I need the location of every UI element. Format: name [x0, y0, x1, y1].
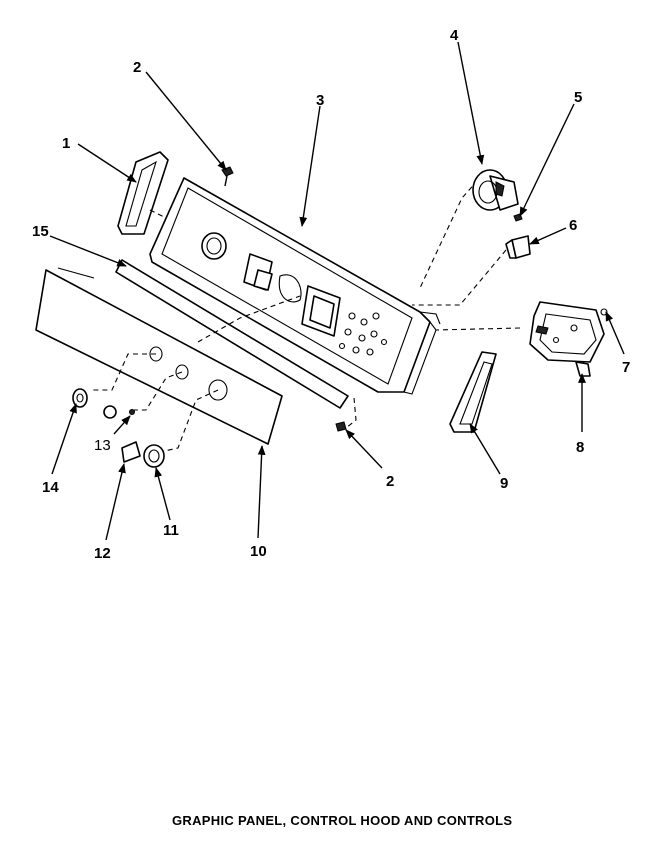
trim-strip [115, 259, 349, 409]
callout-10: 10 [250, 543, 267, 560]
callout-8: 8 [576, 439, 584, 456]
callout-13: 13 [94, 437, 111, 454]
knob-insert [121, 441, 141, 463]
callout-7: 7 [622, 359, 630, 376]
knob-small [103, 405, 135, 419]
callout-2-bottom: 2 [386, 473, 394, 490]
graphic-panel [35, 267, 283, 445]
switch [505, 235, 531, 259]
screw-top [221, 166, 234, 187]
control-hood [149, 177, 441, 395]
timer-knob [472, 169, 519, 211]
callout-numbers: 1 2 2 3 4 5 6 7 8 9 10 11 12 13 14 15 [32, 27, 630, 562]
callout-12: 12 [94, 545, 111, 562]
right-end-cap [449, 351, 497, 433]
callout-6: 6 [569, 217, 577, 234]
callout-11: 11 [163, 522, 179, 539]
timer-assembly [529, 301, 608, 377]
callout-5: 5 [574, 89, 582, 106]
callout-3: 3 [316, 92, 324, 109]
leader-lines [49, 41, 625, 541]
callout-14: 14 [42, 479, 59, 496]
callout-4: 4 [450, 27, 459, 44]
alignment-lines [92, 179, 521, 453]
callout-9: 9 [500, 475, 508, 492]
left-end-cap [117, 151, 171, 235]
callout-15: 15 [32, 223, 49, 240]
callout-1: 1 [62, 135, 70, 152]
callout-2-top: 2 [133, 59, 141, 76]
diagram-caption: GRAPHIC PANEL, CONTROL HOOD AND CONTROLS [172, 813, 513, 828]
knob-large [143, 444, 165, 468]
knob-push-button [72, 388, 88, 408]
screw-bottom [335, 421, 347, 432]
